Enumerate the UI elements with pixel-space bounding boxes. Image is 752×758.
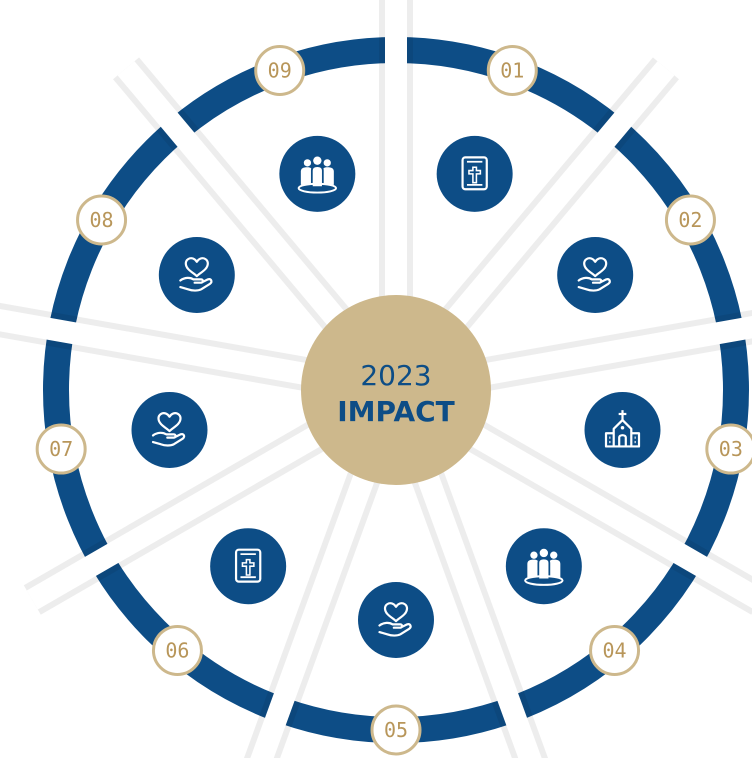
number-badge (254, 45, 306, 97)
center-circle (301, 295, 491, 485)
number-badge (76, 194, 128, 246)
number-badge (664, 194, 716, 246)
segments: 01 02 03 04 05 06 07 08 09 (35, 45, 752, 756)
number-label: 06 (165, 638, 189, 662)
icon-badge (584, 391, 661, 468)
center-title: IMPACT (337, 395, 455, 428)
number-label: 08 (90, 208, 114, 232)
number-badge (370, 704, 422, 756)
segment-04: 04 (505, 528, 641, 676)
icon-badge (436, 135, 513, 212)
center-year: 2023 (360, 359, 431, 392)
segment-06: 06 (151, 528, 287, 676)
segment-02: 02 (557, 194, 716, 313)
segment-01: 01 (436, 45, 538, 212)
number-label: 05 (384, 718, 408, 742)
segment-09: 09 (254, 45, 356, 212)
number-label: 09 (268, 59, 292, 83)
number-badge (35, 423, 87, 475)
number-label: 07 (49, 437, 73, 461)
number-label: 01 (500, 59, 524, 83)
icon-badge (210, 528, 287, 605)
segment-07: 07 (35, 391, 208, 475)
number-label: 03 (719, 437, 743, 461)
number-badge (151, 624, 203, 676)
number-badge (589, 624, 641, 676)
segment-08: 08 (76, 194, 235, 313)
number-label: 04 (603, 638, 627, 662)
number-label: 02 (678, 208, 702, 232)
segment-03: 03 (584, 391, 752, 475)
segment-05: 05 (358, 582, 434, 756)
number-badge (705, 423, 752, 475)
number-badge (486, 45, 538, 97)
